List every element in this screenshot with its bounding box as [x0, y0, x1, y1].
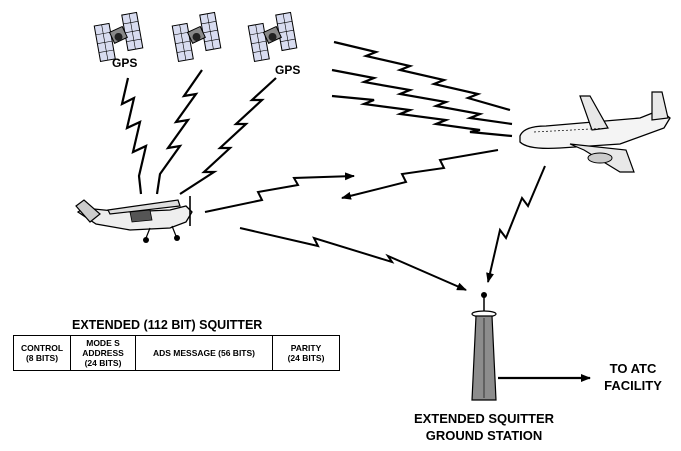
satellite-signal-line: [155, 69, 203, 195]
jet-signal-line: [333, 40, 511, 112]
squitter-field-control: CONTROL (8 BITS): [13, 335, 71, 371]
satellite-signal-line: [179, 77, 277, 195]
downlink-arrow: [239, 227, 467, 291]
ground-station-tower-icon: [471, 292, 497, 401]
gps-label: GPS: [275, 63, 301, 77]
gps-label: GPS: [112, 56, 138, 70]
gps-satellite-icon: [170, 11, 223, 62]
squitter-field-parity: PARITY (24 BITS): [272, 335, 340, 371]
ground-station-label: EXTENDED SQUITTER GROUND STATION: [413, 411, 555, 443]
squitter-field-address: MODE S ADDRESS (24 BITS): [70, 335, 136, 371]
downlink-arrow: [486, 165, 546, 283]
broadcast-arrow: [341, 149, 499, 200]
jet-signal-line: [331, 68, 513, 126]
broadcast-arrow: [204, 172, 355, 213]
atc-facility-label: TO ATC FACILITY: [604, 361, 662, 393]
airliner-aircraft-icon: [519, 91, 671, 173]
squitter-title: EXTENDED (112 BIT) SQUITTER: [72, 318, 263, 332]
squitter-field-ads-message: ADS MESSAGE (56 BITS): [135, 335, 273, 371]
satellite-signal-line: [120, 77, 148, 195]
squitter-format-table: CONTROL (8 BITS) MODE S ADDRESS (24 BITS…: [13, 335, 340, 371]
gps-satellite-icon: [246, 11, 299, 62]
jet-signal-line: [331, 94, 513, 138]
gps-satellite-icon: [92, 11, 145, 62]
small-aircraft-icon: [75, 196, 193, 243]
